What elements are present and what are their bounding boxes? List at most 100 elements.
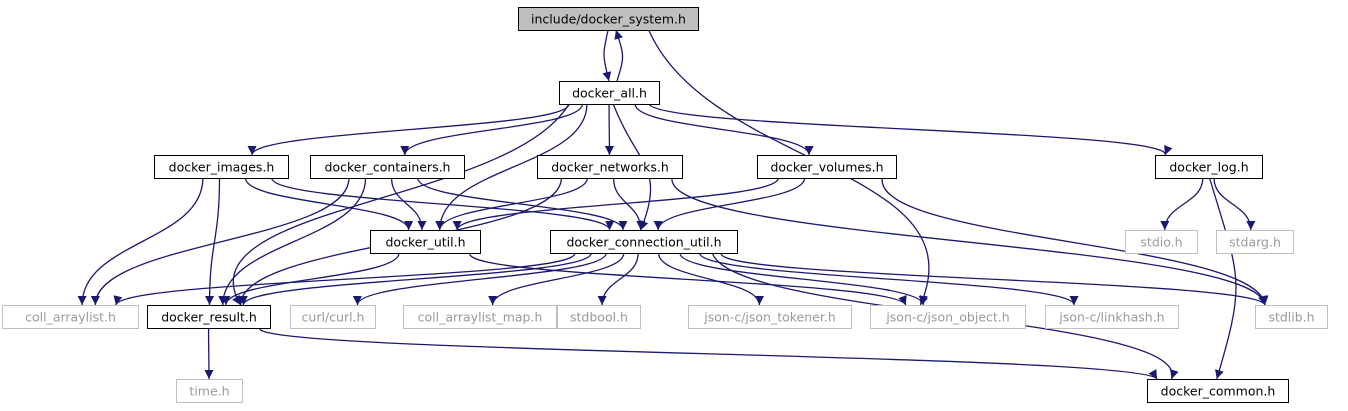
node-stdlib: stdlib.h	[1255, 305, 1328, 329]
node-docker-images[interactable]: docker_images.h	[154, 155, 289, 179]
node-label: docker_connection_util.h	[566, 235, 721, 250]
node-box	[688, 305, 852, 329]
edge-docker-images-to-coll-arraylist	[77, 177, 204, 306]
edge-docker-all-to-docker-containers	[400, 103, 584, 156]
edge-docker-all-to-docker-log	[648, 103, 1173, 156]
nodes-layer: include/docker_system.h docker_all.hdocke…	[2, 7, 1328, 403]
edge-docker-containers-to-docker-util	[390, 177, 427, 231]
node-box	[1125, 230, 1198, 254]
node-time: time.h	[176, 379, 243, 403]
edge-docker-volumes-to-stdlib	[881, 177, 1269, 306]
edge-docker-networks-to-stdlib	[671, 177, 1269, 306]
edge-docker-all-to-docker-result	[232, 103, 570, 306]
node-box	[1255, 305, 1328, 329]
node-label: time.h	[189, 384, 229, 399]
edge-docker-containers-to-docker-connection-util	[417, 177, 628, 231]
edges-layer	[77, 29, 1269, 380]
node-box	[537, 155, 683, 179]
node-stdbool: stdbool.h	[557, 305, 641, 329]
edge-docker-util-to-json-object	[469, 252, 907, 306]
node-label: include/docker_system.h	[531, 12, 686, 27]
node-box	[290, 305, 376, 329]
edge-docker-networks-to-docker-util	[435, 177, 589, 231]
node-docker-containers[interactable]: docker_containers.h	[310, 155, 465, 179]
edge-docker-all-to-docker-volumes	[634, 103, 814, 156]
node-stdarg: stdarg.h	[1216, 230, 1294, 254]
node-box	[1045, 305, 1179, 329]
node-docker-networks[interactable]: docker_networks.h	[537, 155, 683, 179]
node-coll-arraylist: coll_arraylist.h	[2, 305, 139, 329]
edge-docker-util-to-docker-result	[221, 252, 400, 306]
node-box	[147, 305, 271, 329]
node-box	[518, 7, 699, 31]
edge-docker-all-to-docker-util	[435, 103, 588, 231]
edge-docker-system-to-docker-all	[602, 29, 612, 82]
node-label: json-c/linkhash.h	[1058, 310, 1164, 325]
edge-docker-containers-to-coll-arraylist	[90, 177, 350, 306]
node-box	[1216, 230, 1294, 254]
edge-docker-connection-util-to-docker-result	[238, 252, 592, 306]
edge-docker-log-to-docker-common	[1208, 177, 1237, 380]
node-docker-util[interactable]: docker_util.h	[370, 230, 481, 254]
node-label: stdbool.h	[570, 310, 628, 325]
node-label: docker_log.h	[1169, 160, 1248, 175]
edge-docker-containers-to-docker-result	[218, 177, 367, 306]
node-label: json-c/json_tokener.h	[703, 310, 836, 325]
node-box	[154, 155, 289, 179]
node-label: stdlib.h	[1268, 310, 1314, 325]
node-label: stdarg.h	[1229, 235, 1281, 250]
node-json-tokener: json-c/json_tokener.h	[688, 305, 852, 329]
node-box	[550, 230, 738, 254]
node-curl: curl/curl.h	[290, 305, 376, 329]
node-label: docker_volumes.h	[770, 160, 883, 175]
edge-docker-connection-util-to-stdbool	[597, 252, 639, 306]
node-docker-volumes[interactable]: docker_volumes.h	[757, 155, 897, 179]
node-label: stdio.h	[1140, 235, 1182, 250]
node-box	[310, 155, 465, 179]
node-label: coll_arraylist.h	[25, 310, 116, 325]
node-box	[1155, 155, 1263, 179]
edge-docker-images-to-docker-util	[244, 177, 414, 231]
node-box	[757, 155, 897, 179]
edge-docker-connection-util-to-coll-arraylist	[113, 252, 576, 306]
node-box	[559, 81, 660, 105]
node-box	[370, 230, 481, 254]
node-docker-system[interactable]: include/docker_system.h	[518, 7, 699, 31]
node-box	[557, 305, 641, 329]
edge-docker-images-to-docker-connection-util	[271, 177, 615, 231]
edge-docker-connection-util-to-coll-arraylist-map	[488, 252, 625, 306]
node-linkhash: json-c/linkhash.h	[1045, 305, 1179, 329]
node-box	[1147, 379, 1289, 403]
node-label: docker_networks.h	[551, 160, 669, 175]
edge-docker-connection-util-to-json-tokener	[657, 252, 764, 306]
node-label: docker_all.h	[572, 86, 647, 101]
node-box	[403, 305, 557, 329]
node-label: docker_result.h	[161, 310, 257, 325]
edge-docker-volumes-to-docker-util	[452, 177, 779, 231]
edge-docker-connection-util-to-json-object	[679, 252, 928, 306]
node-label: docker_common.h	[1161, 384, 1276, 399]
edge-docker-volumes-to-docker-connection-util	[653, 177, 806, 231]
node-docker-connection-util[interactable]: docker_connection_util.h	[550, 230, 738, 254]
node-docker-result[interactable]: docker_result.h	[147, 305, 271, 329]
node-label: coll_arraylist_map.h	[418, 310, 543, 325]
node-docker-log[interactable]: docker_log.h	[1155, 155, 1263, 179]
edge-docker-images-to-docker-result	[205, 177, 221, 306]
edge-docker-connection-util-to-stdlib	[720, 252, 1267, 306]
edge-docker-all-to-docker-images	[247, 103, 570, 156]
node-box	[176, 379, 243, 403]
node-docker-all[interactable]: docker_all.h	[559, 81, 660, 105]
edge-docker-log-to-stdio	[1160, 177, 1204, 231]
node-box	[2, 305, 139, 329]
edge-docker-all-to-docker-system	[614, 29, 624, 82]
node-label: curl/curl.h	[302, 310, 365, 325]
node-label: docker_containers.h	[325, 160, 451, 175]
node-stdio: stdio.h	[1125, 230, 1198, 254]
node-label: docker_images.h	[169, 160, 275, 175]
edge-docker-result-to-docker-common	[259, 327, 1158, 380]
node-label: docker_util.h	[386, 235, 466, 250]
node-docker-common[interactable]: docker_common.h	[1147, 379, 1289, 403]
edge-docker-networks-to-docker-connection-util	[612, 177, 646, 231]
node-label: json-c/json_object.h	[885, 310, 1009, 325]
